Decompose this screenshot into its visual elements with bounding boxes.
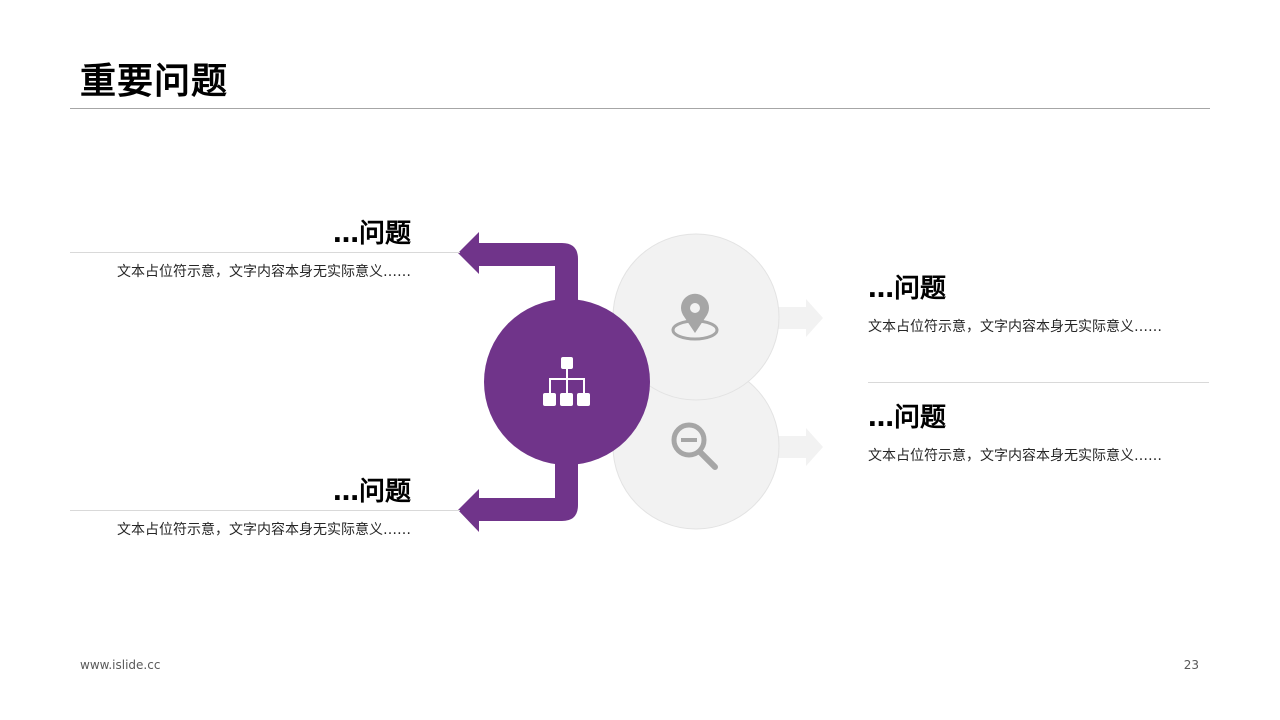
right-divider — [868, 382, 1209, 383]
title-divider — [70, 108, 1210, 109]
location-pin-icon — [671, 293, 719, 341]
item-divider — [70, 252, 460, 253]
footer-url: www.islide.cc — [80, 658, 161, 672]
hierarchy-icon — [543, 357, 590, 406]
item-heading: …问题 — [332, 477, 411, 507]
item-text: 文本占位符示意，文字内容本身无实际意义…… — [868, 448, 1162, 464]
page-number: 23 — [1183, 658, 1199, 672]
slide-title: 重要问题 — [80, 61, 229, 102]
zoom-out-icon — [671, 422, 718, 470]
item-heading: …问题 — [868, 274, 947, 304]
arrow-left-upper — [458, 232, 578, 300]
item-text: 文本占位符示意，文字内容本身无实际意义…… — [117, 264, 411, 280]
item-heading: …问题 — [332, 219, 411, 249]
item-text: 文本占位符示意，文字内容本身无实际意义…… — [117, 522, 411, 538]
item-divider — [70, 510, 460, 511]
item-heading: …问题 — [868, 403, 947, 433]
arrow-left-lower — [458, 462, 578, 532]
item-text: 文本占位符示意，文字内容本身无实际意义…… — [868, 319, 1162, 335]
